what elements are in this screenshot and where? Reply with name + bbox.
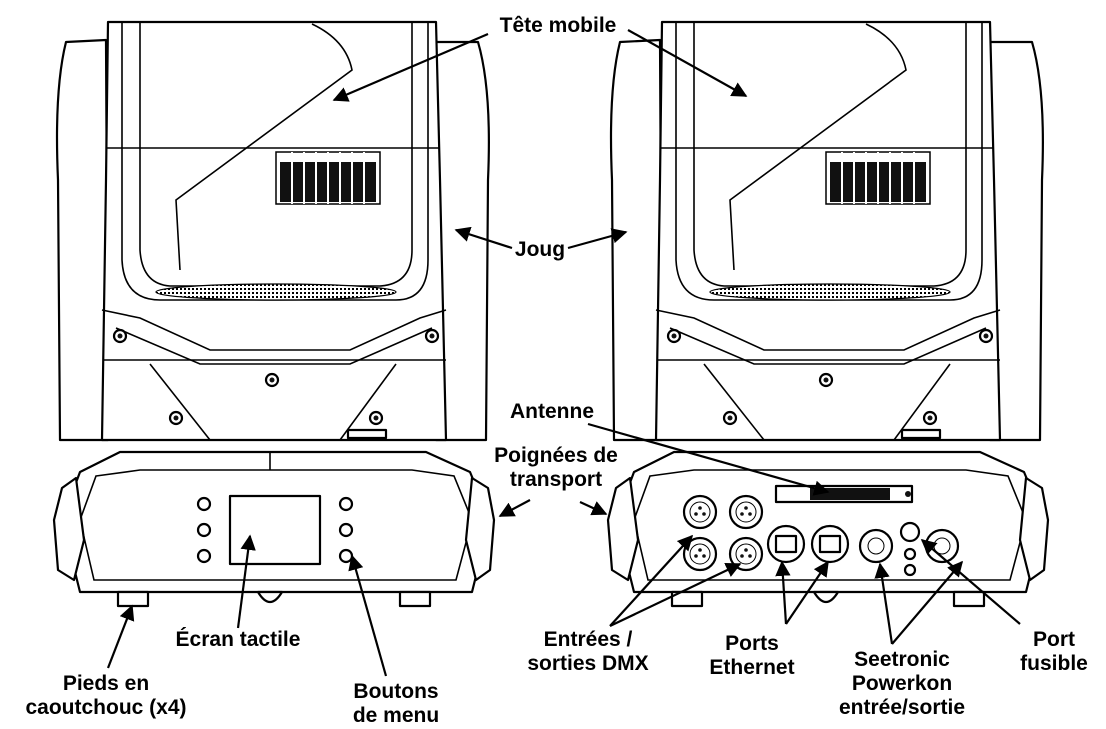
label-handles-1: Poignées de: [494, 444, 618, 467]
screws-rear: [666, 328, 994, 426]
label-feet-1: Pieds en: [63, 672, 149, 695]
label-touchscreen: Écran tactile: [176, 628, 301, 651]
label-feet-2: caoutchouc (x4): [25, 696, 186, 719]
label-antenna: Antenne: [510, 400, 594, 423]
vent-slots: [275, 151, 381, 205]
label-fuse-2: fusible: [1020, 652, 1088, 675]
rubber-foot: [116, 590, 150, 608]
leader-arrows: [106, 29, 1021, 677]
fixture-front-view: [52, 20, 496, 608]
carry-handle-left: [606, 476, 640, 582]
lens-grill: [155, 283, 397, 301]
label-dmx-1: Entrées /: [544, 628, 633, 651]
label-powerkon-2: Powerkon: [852, 672, 952, 695]
label-dmx-2: sorties DMX: [527, 652, 648, 675]
rubber-foot: [670, 590, 704, 608]
fixture-rear-view: [606, 20, 1050, 608]
label-yoke: Joug: [515, 238, 565, 261]
rubber-foot: [952, 590, 986, 608]
moving-head-body: [100, 20, 448, 442]
label-fuse-1: Port: [1033, 628, 1075, 651]
carry-handle-right: [1018, 476, 1050, 582]
screws-front: [112, 328, 440, 426]
carry-handle-left: [52, 476, 86, 582]
rubber-foot: [398, 590, 432, 608]
yoke-right-arm: [988, 40, 1044, 442]
moving-head-body: [654, 20, 1002, 442]
label-menu-2: de menu: [353, 704, 439, 727]
antenna: [774, 484, 914, 504]
fuse-holder: [899, 521, 921, 577]
label-powerkon-1: Seetronic: [854, 648, 950, 671]
label-moving-head: Tête mobile: [500, 14, 617, 37]
ethernet-ports: [766, 524, 850, 564]
vent-slots: [825, 151, 931, 205]
label-ethernet-1: Ports: [725, 632, 779, 655]
touchscreen: [228, 494, 322, 566]
label-menu-1: Boutons: [353, 680, 438, 703]
powerkon-connectors: [858, 528, 960, 564]
labels: Tête mobile Joug Antenne Poignées de tra…: [25, 14, 1087, 727]
yoke-left-arm: [609, 38, 664, 442]
label-ethernet-2: Ethernet: [709, 656, 794, 679]
base-rear: [614, 450, 1046, 594]
label-powerkon-3: entrée/sortie: [839, 696, 965, 719]
yoke-left-arm: [55, 38, 110, 442]
carry-handle-right: [464, 476, 496, 582]
label-handles-2: transport: [510, 468, 602, 491]
